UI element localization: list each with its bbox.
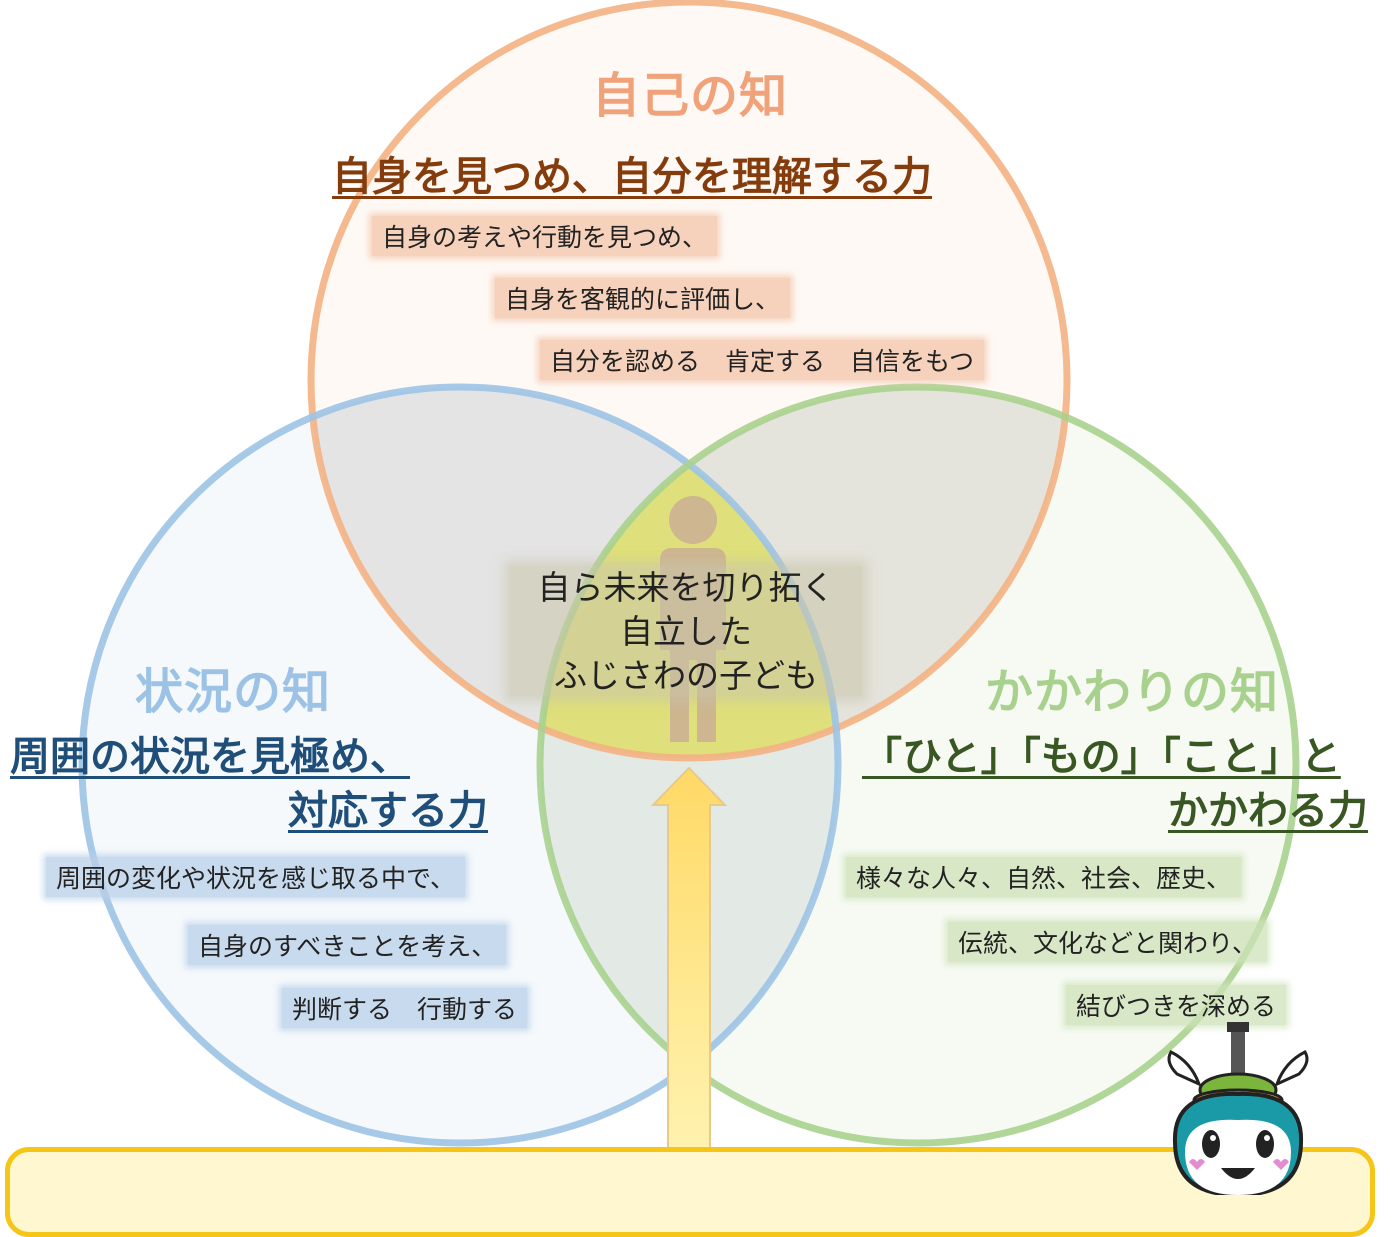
mascot-icon xyxy=(1167,1022,1309,1195)
center-line-1: 自ら未来を切り拓く xyxy=(537,568,835,607)
center-label: 自ら未来を切り拓く 自立した ふじさわの子ども xyxy=(510,566,862,696)
center-line-3: ふじさわの子ども xyxy=(554,656,818,695)
center-line-2: 自立した xyxy=(620,612,752,651)
self-circle xyxy=(311,2,1067,758)
self-desc-3: 自分を認める 肯定する 自信をもつ xyxy=(540,340,985,380)
relation-desc-2: 伝統、文化などと関わり、 xyxy=(948,922,1268,962)
relation-desc-1: 様々な人々、自然、社会、歴史、 xyxy=(846,857,1242,897)
situation-title: 状況の知 xyxy=(135,664,332,720)
up-arrow-icon xyxy=(650,766,728,1153)
self-desc-1: 自身の考えや行動を見つめ、 xyxy=(372,216,718,256)
relation-desc-3: 結びつきを深める xyxy=(1066,985,1287,1025)
relation-title: かかわりの知 xyxy=(985,664,1280,720)
self-desc-2: 自身を客観的に評価し、 xyxy=(495,278,791,318)
situation-desc-3: 判断する 行動する xyxy=(282,988,528,1028)
relation-power-1: 「ひと」「もの」「こと」と xyxy=(862,734,1341,780)
self-power: 自身を見つめ、自分を理解する力 xyxy=(332,154,932,200)
situation-desc-2: 自身のすべきことを考え、 xyxy=(188,925,507,965)
situation-power-2: 対応する力 xyxy=(288,788,488,834)
situation-power-1: 周囲の状況を見極め、 xyxy=(10,734,410,780)
situation-desc-1: 周囲の変化や状況を感じ取る中で、 xyxy=(46,857,466,897)
relation-power-2: かかわる力 xyxy=(1168,788,1368,834)
self-title: 自己の知 xyxy=(592,68,789,124)
